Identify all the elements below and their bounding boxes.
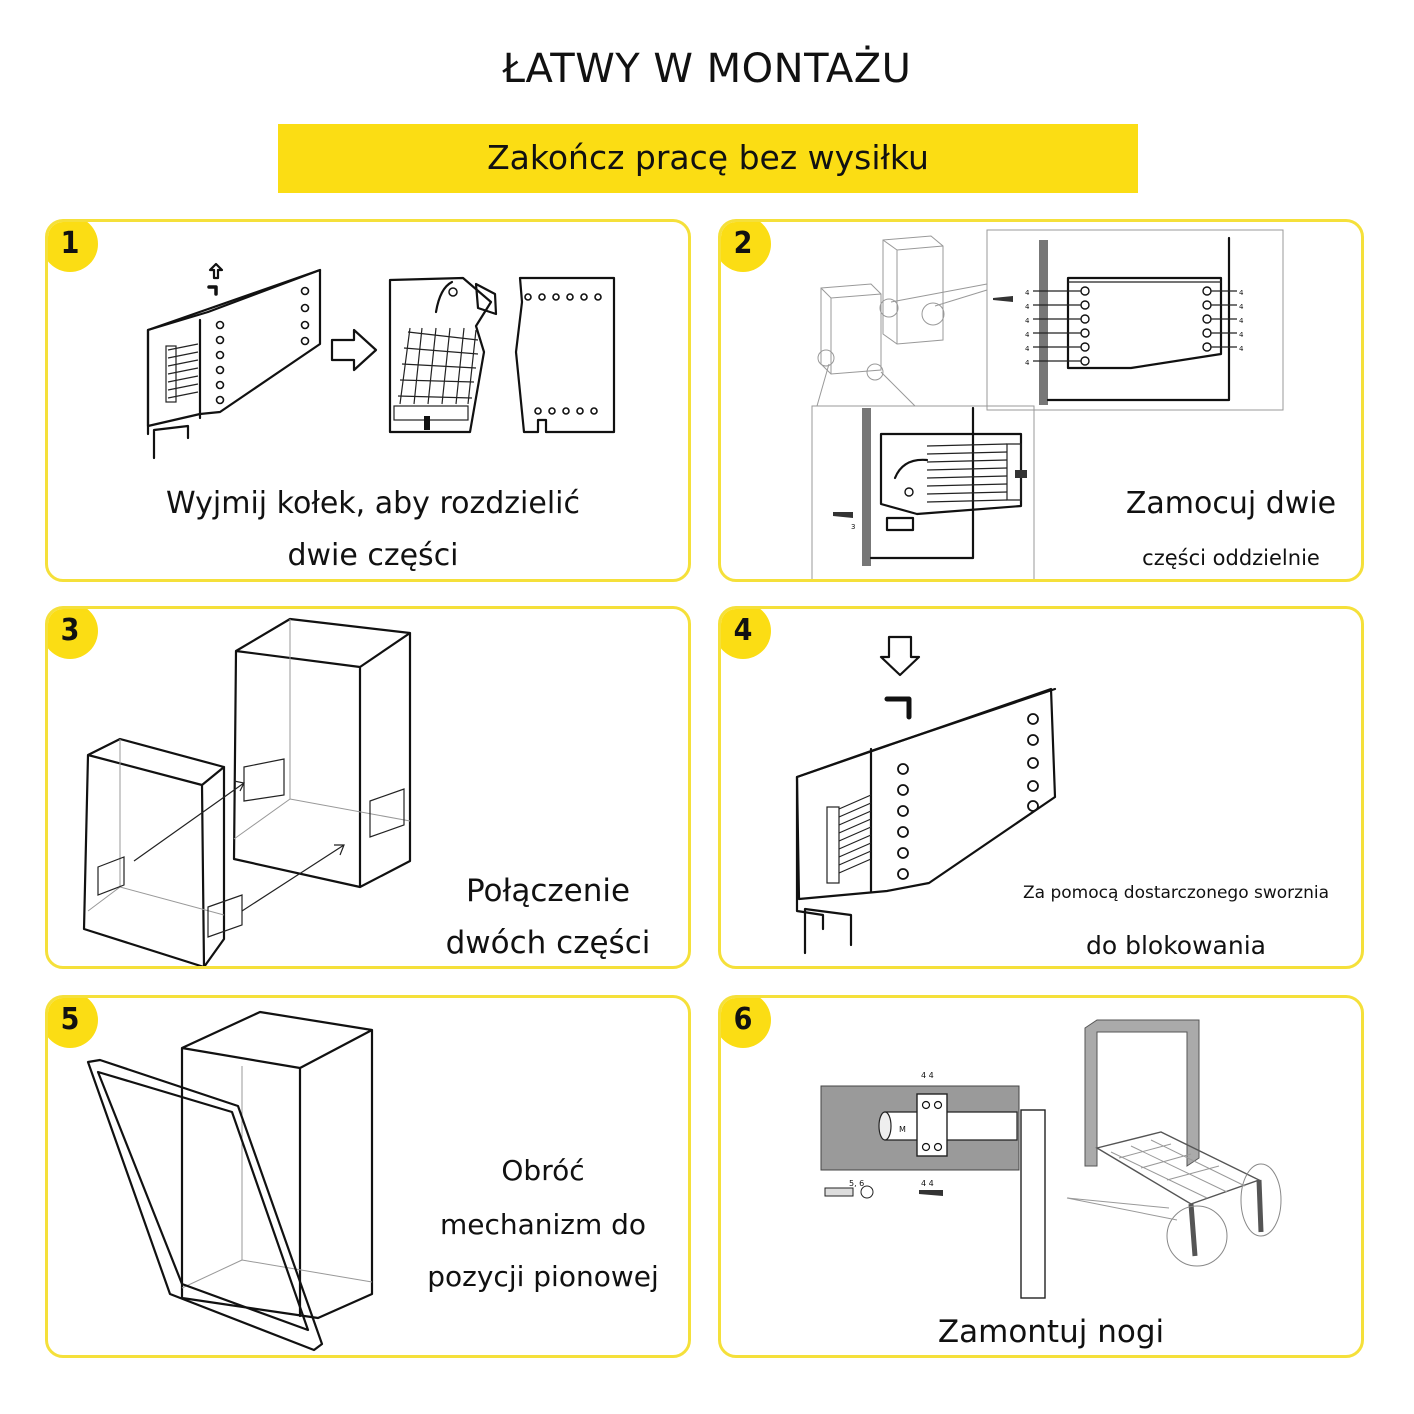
- step-badge: 2: [721, 222, 771, 272]
- screw-icon: [919, 1190, 943, 1196]
- bracket-plate: [916, 1093, 948, 1157]
- step-3-caption-line1: Połączenie: [465, 873, 631, 909]
- large-cabinet: [232, 617, 412, 889]
- detail-box-top: [986, 229, 1284, 411]
- svg-text:4: 4: [1025, 317, 1030, 325]
- step-1-caption-line1: Wyjmij kołek, aby rozdzielić: [166, 486, 580, 521]
- step-card-3: 3 Połączenie dwóch części: [45, 606, 691, 969]
- step-4-caption-line1: Za pomocą dostarczonego sworznia: [1022, 883, 1330, 903]
- step-badge: 3: [48, 609, 98, 659]
- step-badge: 1: [48, 222, 98, 272]
- svg-text:4: 4: [1239, 289, 1244, 297]
- svg-text:M: M: [899, 1125, 906, 1134]
- step-badge: 6: [721, 998, 771, 1048]
- step-card-2: 2 4 4 4 4 4 4 4 4 4 4 4: [718, 219, 1364, 582]
- screw-icon: [833, 512, 853, 518]
- screw-icon: [993, 296, 1013, 302]
- step-5-caption-line3: pozycji pionowej: [427, 1260, 659, 1293]
- svg-text:4: 4: [1239, 331, 1244, 339]
- page-title: ŁATWY W MONTAŻU: [502, 46, 912, 92]
- step-4-illustration: [795, 635, 1057, 955]
- svg-text:4: 4: [1239, 317, 1244, 325]
- svg-text:4: 4: [1025, 289, 1030, 297]
- step-card-5: 5 Obróć mechanizm do pozycji pionowej: [45, 995, 691, 1358]
- svg-text:4: 4: [1239, 345, 1244, 353]
- svg-text:4 4: 4 4: [921, 1179, 934, 1188]
- svg-text:5, 6: 5, 6: [849, 1179, 864, 1188]
- step-card-1: 1 Wy: [45, 219, 691, 582]
- washer-icon: [860, 1185, 874, 1199]
- svg-text:3: 3: [851, 523, 855, 531]
- cabinet-outline: [180, 1010, 374, 1320]
- subtitle-banner: Zakończ pracę bez wysiłku: [278, 124, 1138, 193]
- svg-text:4: 4: [1025, 303, 1030, 311]
- step-1-caption-line2: dwie części: [287, 538, 459, 573]
- step-3-caption-line2: dwóch części: [445, 925, 651, 961]
- svg-text:4: 4: [1239, 303, 1244, 311]
- connector-arrow: [133, 782, 345, 912]
- step-badge: 4: [721, 609, 771, 659]
- mechanism-outline: [146, 268, 322, 428]
- pin-icon: [207, 285, 218, 296]
- up-arrow-icon: [208, 262, 224, 280]
- step-4-caption-line2: do blokowania: [1086, 931, 1266, 960]
- leg-post: [1020, 1109, 1046, 1299]
- step-2-caption-line2: części oddzielnie: [1142, 546, 1320, 570]
- bolt-icon: [824, 1187, 854, 1197]
- part-b-outline: [514, 276, 616, 434]
- mechanism-outline: [795, 687, 1057, 901]
- pin-icon: [884, 696, 912, 720]
- part-a-outline: [388, 276, 493, 434]
- step-1-illustration: [146, 262, 616, 460]
- step-2-illustration: 4 4 4 4 4 4 4 4 4 4 4 3: [811, 229, 1284, 579]
- step-6-illustration: M 4 4 4 4 5, 6: [820, 1019, 1282, 1299]
- step-3-illustration: [82, 617, 412, 966]
- detail-box-bottom: [811, 405, 1035, 579]
- svg-text:4: 4: [1025, 331, 1030, 339]
- step-5-caption-line1: Obróć: [501, 1154, 585, 1187]
- down-arrow-icon: [879, 635, 921, 677]
- right-arrow-icon: [330, 328, 378, 372]
- svg-text:4: 4: [1025, 359, 1030, 367]
- step-badge: 5: [48, 998, 98, 1048]
- bracket-plate: [369, 788, 405, 838]
- step-card-4: 4 Za pomocą dostarczonego sworznia do bl…: [718, 606, 1364, 969]
- step-card-6: 6 M 4 4 4 4 5, 6 Zamontuj nogi: [718, 995, 1364, 1358]
- plate-outline: [1066, 276, 1223, 370]
- step-5-illustration: [86, 1010, 374, 1352]
- bracket-plate: [243, 758, 285, 802]
- step-2-caption-line1: Zamocuj dwie: [1125, 486, 1337, 521]
- svg-text:4: 4: [1025, 345, 1030, 353]
- step-6-caption: Zamontuj nogi: [937, 1314, 1165, 1350]
- bed-panel-outline: [86, 1058, 324, 1352]
- banner-text: Zakończ pracę bez wysiłku: [487, 138, 929, 177]
- small-cabinet: [82, 737, 226, 966]
- svg-text:4 4: 4 4: [921, 1071, 934, 1080]
- bed-frame: [1084, 1019, 1200, 1167]
- step-5-caption-line2: mechanizm do: [439, 1208, 647, 1241]
